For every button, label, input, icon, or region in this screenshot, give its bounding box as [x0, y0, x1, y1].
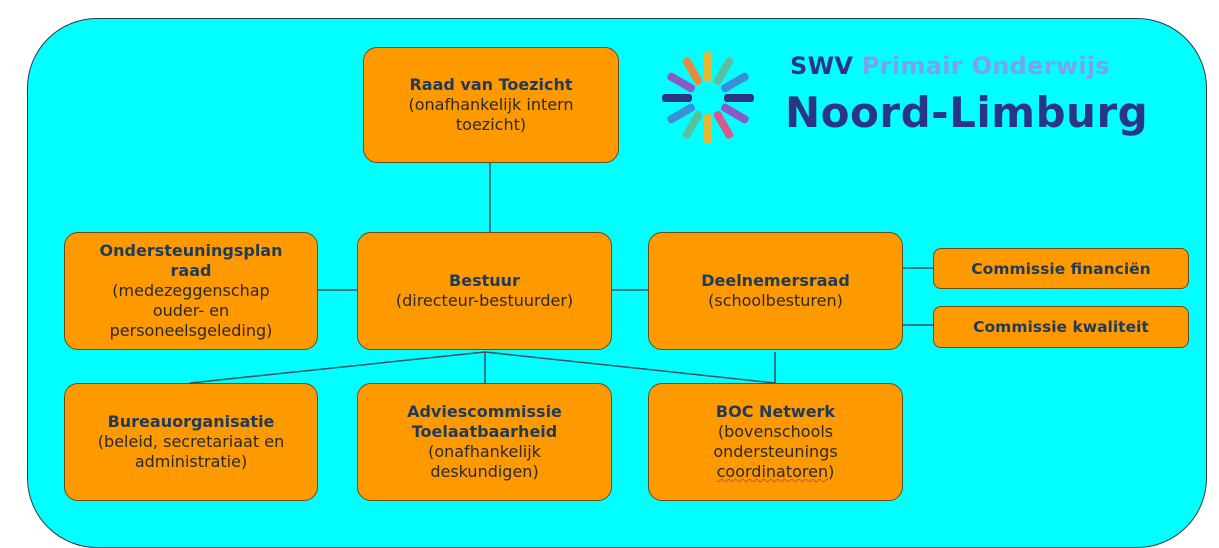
- brand-subtitle: SWV Primair Onderwijs: [790, 52, 1110, 80]
- node-commissie-kwaliteit: Commissie kwaliteit: [933, 306, 1189, 348]
- node-adviescommissie: Adviescommissie Toelaatbaarheid (onafhan…: [357, 383, 612, 501]
- connector-bestuur-bureau: [189, 351, 486, 384]
- node-title: Deelnemersraad: [701, 271, 850, 290]
- node-subtitle: (medezeggenschap ouder- en personeelsgel…: [109, 281, 273, 340]
- swv-logo-icon: [662, 52, 754, 144]
- node-subtitle-misspelled: coordinatoren: [716, 462, 829, 481]
- node-subtitle: (beleid, secretariaat en administratie): [97, 432, 285, 471]
- node-title: Commissie kwaliteit: [973, 318, 1149, 336]
- node-bureauorganisatie: Bureauorganisatie (beleid, secretariaat …: [64, 383, 318, 501]
- node-title: Adviescommissie Toelaatbaarheid: [407, 402, 562, 441]
- brand-primair: Primair Onderwijs: [861, 52, 1110, 80]
- connector-bestuur-boc: [484, 351, 776, 384]
- node-subtitle: (bovenschools ondersteunings coordinator…: [691, 422, 861, 482]
- node-bestuur: Bestuur (directeur-bestuurder): [357, 232, 612, 350]
- node-title: Bestuur: [449, 271, 520, 290]
- node-title: Raad van Toezicht: [409, 75, 573, 94]
- connector-lines: [189, 162, 933, 384]
- node-boc-netwerk: BOC Netwerk (bovenschools ondersteunings…: [648, 383, 903, 501]
- node-commissie-financien: Commissie financiën: [933, 248, 1189, 289]
- brand-name: Noord-Limburg: [785, 88, 1149, 137]
- node-subtitle: (onafhankelijk deskundigen): [428, 442, 541, 481]
- node-deelnemersraad: Deelnemersraad (schoolbesturen): [648, 232, 903, 350]
- brand-swv: SWV: [790, 52, 854, 80]
- node-title: BOC Netwerk: [715, 402, 836, 421]
- node-subtitle: (directeur-bestuurder): [395, 291, 574, 310]
- node-ondersteuningsplanraad: Ondersteuningsplan raad (medezeggenschap…: [64, 232, 318, 350]
- node-subtitle: (schoolbesturen): [708, 291, 843, 310]
- node-subtitle-part: (bovenschools ondersteunings: [713, 422, 838, 461]
- node-title: Ondersteuningsplan raad: [99, 241, 283, 280]
- node-title: Commissie financiën: [971, 259, 1151, 278]
- node-subtitle: (onafhankelijk intern toezicht): [408, 95, 574, 134]
- node-title: Bureauorganisatie: [107, 412, 275, 431]
- node-raad-van-toezicht: Raad van Toezicht (onafhankelijk intern …: [363, 47, 619, 163]
- node-subtitle-close: ): [828, 462, 835, 481]
